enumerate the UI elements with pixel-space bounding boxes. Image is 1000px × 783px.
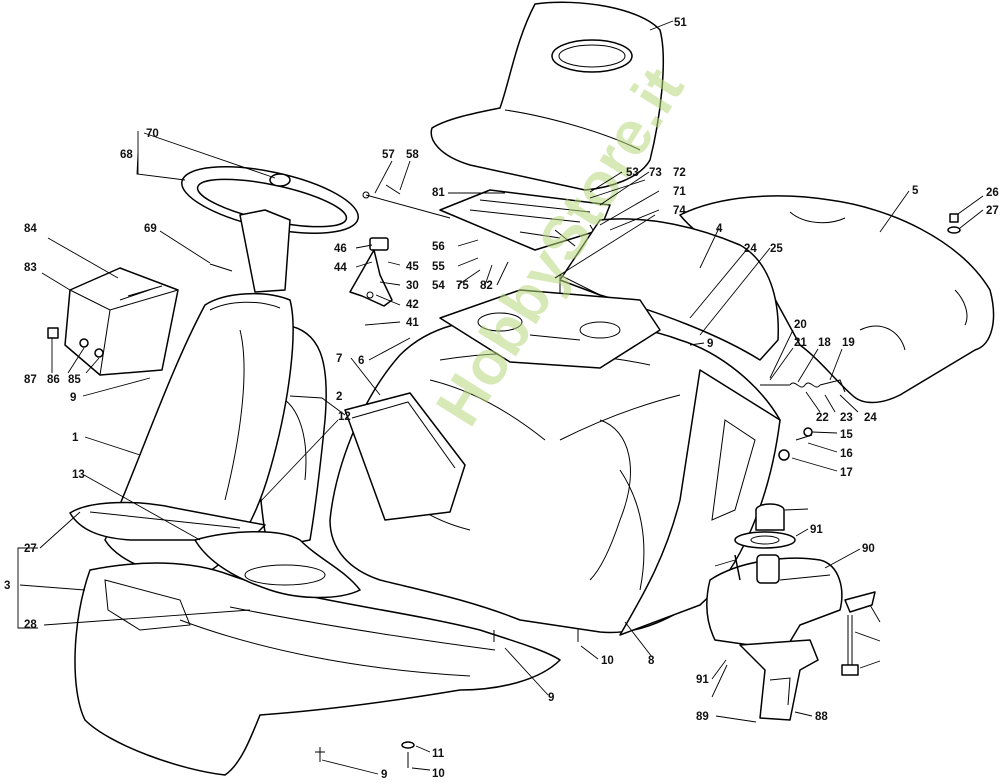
callout-27: 26 (986, 187, 999, 199)
battery-part (47, 267, 179, 376)
callout-56: 56 (432, 241, 445, 253)
callout-70: 82 (480, 280, 493, 292)
callout-42: 41 (406, 317, 419, 329)
callout-58: 58 (406, 149, 419, 161)
callout-62: 69 (144, 223, 157, 235)
callout-68: 75 (456, 280, 469, 292)
callout-17: 17 (840, 467, 853, 479)
callout-57: 57 (382, 149, 395, 161)
hardware-right-part (778, 427, 813, 461)
callout-3: 3 (4, 580, 10, 592)
callout-15: 15 (840, 429, 853, 441)
spring-part (760, 379, 846, 393)
callout-64: 71 (673, 186, 686, 198)
hardware-rear-part (947, 213, 961, 234)
leader-lines (17, 20, 984, 775)
callout-82: 89 (696, 711, 709, 723)
callout-13: 13 (72, 469, 85, 481)
lever-part (349, 237, 393, 307)
callout-12: 12 (338, 411, 351, 423)
callout-16: 16 (840, 448, 853, 460)
callout-75: 87 (24, 374, 37, 386)
callout-44: 44 (334, 262, 347, 274)
callout-9-rear: 9 (707, 338, 713, 350)
callout-2: 2 (336, 391, 342, 403)
callout-5: 5 (912, 185, 919, 197)
callout-4: 4 (716, 223, 723, 235)
callout-45: 45 (406, 261, 419, 273)
callout-21: 21 (794, 337, 807, 349)
callout-43: 42 (406, 299, 419, 311)
callout-26: 25 (770, 243, 783, 255)
callout-66: 73 (649, 167, 662, 179)
callout-10-mid: 10 (601, 655, 614, 667)
callout-29: 27 (24, 543, 37, 555)
callout-7: 7 (336, 353, 342, 365)
callout-25: 24 (744, 243, 757, 255)
callout-46: 46 (334, 243, 347, 255)
callout-11: 11 (432, 748, 445, 760)
callout-84: 91 (696, 674, 709, 686)
callout-9-battery: 9 (70, 392, 76, 404)
callout-41: 30 (406, 280, 419, 292)
callout-72: 84 (24, 223, 37, 235)
callout-69: 81 (432, 187, 445, 199)
seat-rod-part (362, 184, 451, 219)
callout-55: 55 (432, 261, 445, 273)
callout-18: 18 (818, 337, 831, 349)
callout-65: 72 (673, 167, 686, 179)
callout-53: 53 (626, 167, 639, 179)
callout-10-bottom: 10 (432, 768, 445, 780)
callout-86: 91 (810, 524, 823, 536)
callout-63: 70 (146, 128, 159, 140)
callout-71: 83 (24, 262, 37, 274)
callout-8: 8 (648, 655, 655, 667)
callout-9-mid: 9 (548, 692, 554, 704)
callout-81: 88 (815, 711, 828, 723)
fasteners-bottom-part (315, 628, 579, 768)
steering-wheel-part (181, 166, 359, 293)
side-panel-part (619, 369, 781, 636)
callout-6: 6 (358, 355, 364, 367)
callout-9-bottom: 9 (381, 769, 387, 781)
cover-flap-part (344, 392, 466, 521)
tank-bracket-part (739, 639, 819, 721)
callout-28: 27 (986, 205, 999, 217)
seat-base-part (439, 289, 661, 369)
callout-labels: 51 53 73 72 71 74 5 26 27 4 24 25 57 58 … (4, 17, 999, 781)
callout-73: 85 (68, 374, 81, 386)
seat-plate-part (439, 189, 611, 251)
callout-67: 74 (673, 205, 686, 217)
callout-61: 68 (120, 149, 133, 161)
seat-part (430, 1, 664, 191)
callout-19: 19 (842, 337, 855, 349)
callout-51: 51 (674, 17, 687, 29)
callout-1: 1 (72, 432, 79, 444)
callout-22: 22 (816, 412, 829, 424)
pin-part (209, 263, 233, 272)
callout-54: 54 (432, 280, 445, 292)
callout-83: 90 (862, 543, 875, 555)
rear-panel-part (559, 218, 779, 361)
floor-panel-part (194, 531, 361, 599)
callout-20: 20 (794, 319, 807, 331)
callout-30: 28 (24, 619, 37, 631)
callout-24: 24 (864, 412, 877, 424)
tank-strap-part (841, 591, 876, 676)
callout-23: 23 (840, 412, 853, 424)
fuel-tank-part (705, 554, 843, 651)
fuel-cap-part (734, 503, 796, 549)
callout-74: 86 (47, 374, 60, 386)
